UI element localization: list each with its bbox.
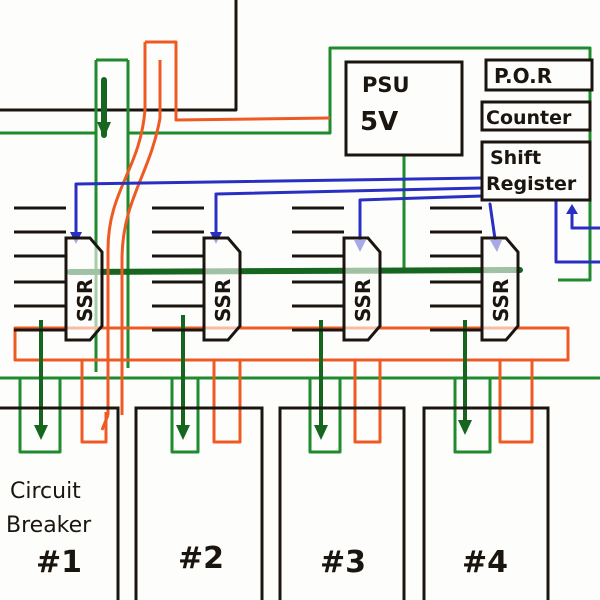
ssr-body — [202, 236, 242, 342]
breaker-3-number: #3 — [320, 545, 366, 580]
breaker-boxes — [0, 406, 550, 600]
breaker-1-line1: Circuit — [10, 479, 81, 504]
blue-control-wiring — [74, 176, 600, 264]
orange-wiring — [13, 40, 570, 444]
control-blocks: P.O.R Counter Shift Register — [480, 58, 594, 202]
ssr-module-3: SSR — [292, 206, 382, 342]
ssr-label: SSR — [211, 279, 235, 322]
ssr-body — [480, 236, 520, 342]
breaker-labels: Circuit Breaker #1 #2 #3 #4 — [6, 479, 508, 580]
por-label: P.O.R — [494, 64, 552, 88]
psu-block: PSU 5V — [344, 60, 464, 157]
counter-label: Counter — [486, 107, 572, 129]
shift-register-label-1: Shift — [490, 147, 541, 169]
green-drops — [39, 315, 467, 428]
ssr-module-1: SSR — [14, 206, 104, 342]
green-arrowheads — [34, 122, 472, 440]
shift-register-label-2: Register — [486, 173, 577, 195]
ssr-body — [342, 236, 382, 342]
breaker-1-line2: Breaker — [6, 513, 92, 538]
ssr-label: SSR — [73, 279, 97, 322]
breaker-1-number: #1 — [36, 545, 82, 580]
ssr-module-4: SSR — [430, 206, 520, 342]
psu-voltage: 5V — [360, 107, 398, 137]
ssr-body — [64, 236, 104, 342]
ssr-label: SSR — [489, 279, 513, 322]
ssr-label: SSR — [351, 279, 375, 322]
ssr-modules: SSR SSR SSR SSR — [14, 206, 520, 342]
psu-label: PSU — [362, 73, 410, 97]
breaker-4-number: #4 — [462, 545, 508, 580]
ssr-module-2: SSR — [152, 206, 242, 342]
breaker-2-number: #2 — [178, 541, 224, 576]
